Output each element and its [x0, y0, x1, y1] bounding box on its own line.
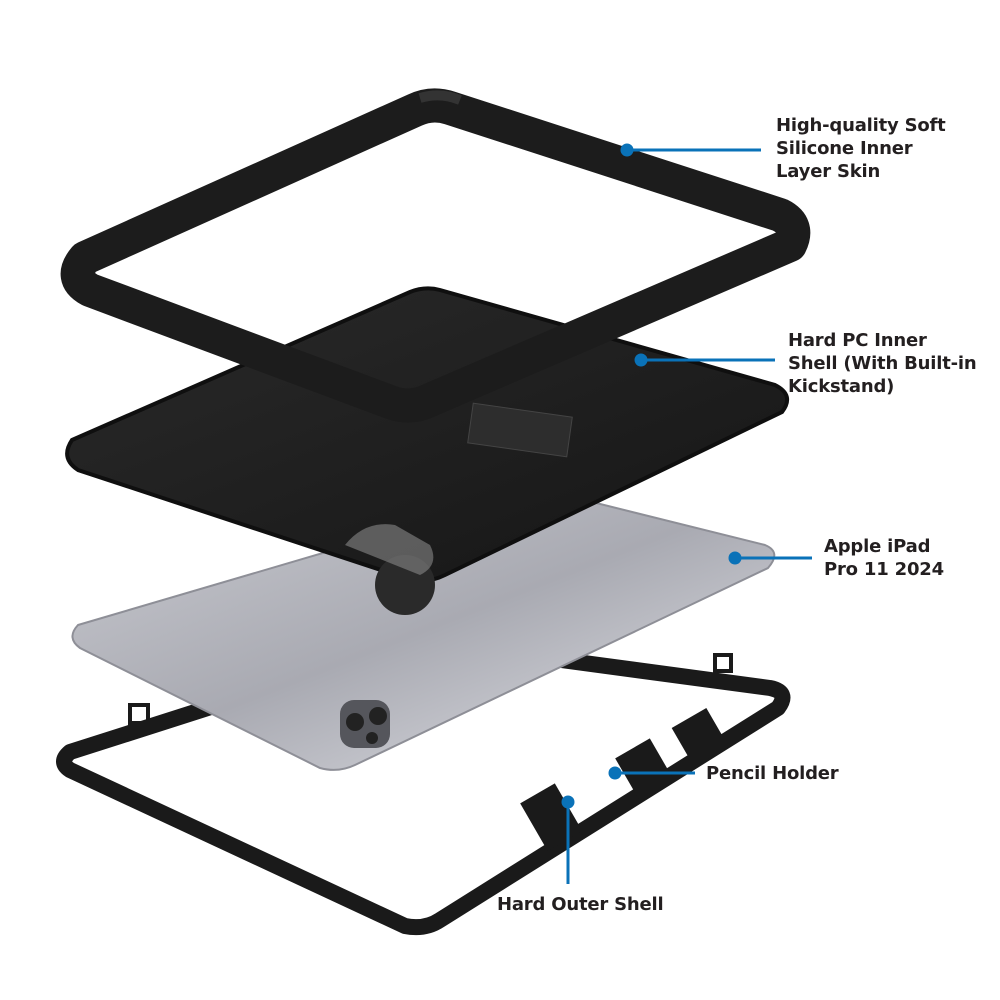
callout-line: Apple iPad — [824, 536, 931, 557]
callout-line: Hard Outer Shell — [497, 894, 664, 915]
callout-line: Silicone Inner — [776, 138, 913, 159]
callout-line: Kickstand) — [788, 376, 895, 397]
callout-line: Pencil Holder — [706, 763, 839, 784]
callout-silicone-skin: High-quality Soft Silicone Inner Layer S… — [776, 114, 946, 183]
callout-outer-shell: Hard Outer Shell — [497, 893, 664, 916]
hard-pc-inner-shell — [65, 286, 790, 615]
callout-lines — [561, 143, 812, 884]
callout-line: Shell (With Built-in — [788, 353, 977, 374]
callout-pencil-holder: Pencil Holder — [706, 762, 839, 785]
callout-line: Pro 11 2024 — [824, 559, 944, 580]
callout-pc-inner-shell: Hard PC Inner Shell (With Built-in Kicks… — [788, 329, 977, 398]
callout-line: High-quality Soft — [776, 115, 946, 136]
callout-line: Hard PC Inner — [788, 330, 927, 351]
callout-line: Layer Skin — [776, 161, 881, 182]
callout-ipad: Apple iPad Pro 11 2024 — [824, 535, 944, 581]
silicone-inner-skin — [60, 88, 811, 423]
